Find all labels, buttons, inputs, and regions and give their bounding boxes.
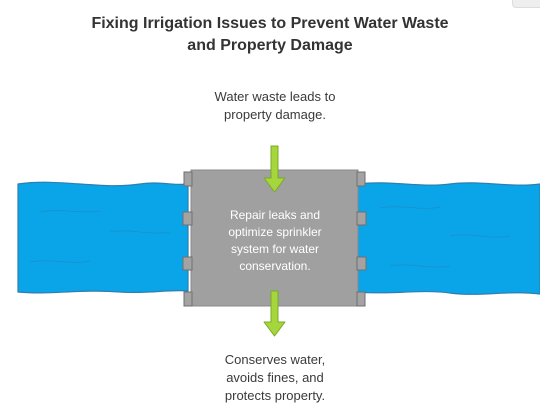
left-clamp-lower xyxy=(182,256,193,271)
outcome-note-line-2: avoids fines, and xyxy=(226,370,324,385)
down-arrow-icon-top xyxy=(263,145,286,193)
solution-line-2: optimize sprinkler xyxy=(228,225,322,239)
solution-line-4: conservation. xyxy=(239,259,311,273)
outcome-note-line-3: protects property. xyxy=(224,388,326,403)
outcome-note-line-1: Conserves water, xyxy=(224,352,326,367)
right-water-pipe xyxy=(357,182,540,295)
cause-note-line-1: Water waste leads to xyxy=(214,89,336,104)
right-water-ripple-2 xyxy=(449,234,511,238)
cause-note: Water waste leads to property damage. xyxy=(175,88,375,124)
right-water-ripple-3 xyxy=(389,264,451,268)
outcome-note: Conserves water, avoids fines, and prote… xyxy=(175,351,375,405)
left-water-ripple-3 xyxy=(29,260,91,263)
solution-text: Repair leaks and optimize sprinkler syst… xyxy=(200,207,350,275)
corner-tab xyxy=(512,0,540,8)
title-line-2: and Property Damage xyxy=(187,37,353,54)
left-water-ripple-1 xyxy=(39,210,101,213)
right-water-ripple-1 xyxy=(379,206,441,209)
right-clamp-upper xyxy=(356,211,367,226)
down-arrow-icon-bottom xyxy=(263,290,286,337)
right-clamp-lower xyxy=(356,256,367,271)
left-water-ripple-2 xyxy=(109,230,171,234)
title-line-1: Fixing Irrigation Issues to Prevent Wate… xyxy=(91,15,449,32)
diagram-title: Fixing Irrigation Issues to Prevent Wate… xyxy=(0,13,540,57)
solution-line-3: system for water xyxy=(230,242,320,256)
left-clamp-upper xyxy=(182,211,193,226)
cause-note-line-2: property damage. xyxy=(224,107,326,122)
solution-line-1: Repair leaks and xyxy=(229,208,321,222)
right-clamp-bottom xyxy=(356,291,366,307)
right-clamp-top xyxy=(356,171,366,187)
left-clamp-top xyxy=(183,171,193,187)
left-water-pipe xyxy=(17,181,189,294)
left-clamp-bottom xyxy=(183,291,193,307)
